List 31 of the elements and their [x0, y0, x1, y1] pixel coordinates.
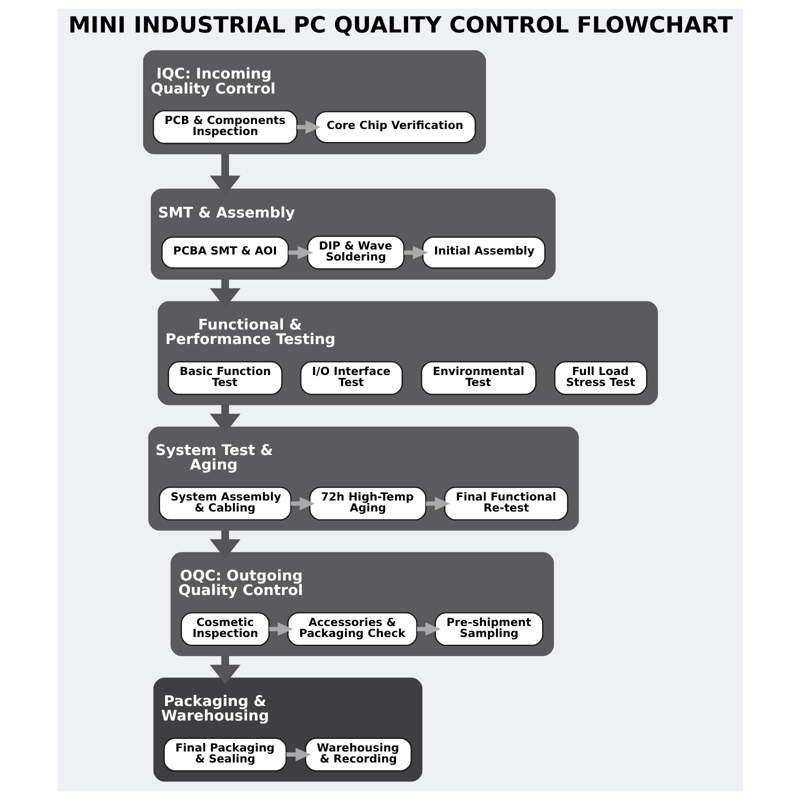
arrow: [209, 279, 240, 308]
node-box: 72h High-Temp Aging: [308, 486, 426, 521]
arrow: [268, 622, 293, 636]
node-box: Pre-shipment Sampling: [434, 612, 543, 646]
arrow: [416, 622, 440, 636]
node-box: Full Load Stress Test: [554, 361, 647, 396]
arrow: [209, 530, 240, 559]
arrow: [296, 120, 320, 134]
node-box: Basic Function Test: [167, 361, 282, 396]
arrow: [209, 154, 240, 196]
node-box: Warehousing & Recording: [304, 738, 412, 772]
arrow: [425, 496, 450, 510]
diagram-title: MINI INDUSTRIAL PC QUALITY CONTROL FLOWCHART: [68, 12, 732, 38]
arrow: [209, 404, 240, 434]
arrow: [404, 246, 428, 260]
node-box: System Assembly & Cabling: [158, 486, 292, 521]
node-box: PCB & Components Inspection: [152, 110, 298, 144]
node-box: Accessories & Packaging Check: [286, 612, 417, 646]
arrow: [209, 656, 240, 684]
arrow: [286, 748, 310, 762]
node-box: Initial Assembly: [422, 236, 546, 269]
arrow: [288, 246, 312, 260]
node-box: Environmental Test: [420, 361, 536, 396]
node-box: Final Functional Re-test: [444, 486, 568, 521]
node-box: Final Packaging & Sealing: [163, 738, 286, 772]
node-box: Core Chip Verification: [314, 111, 476, 144]
node-box: PCBA SMT & AOI: [160, 236, 288, 269]
node-box: I/O Interface Test: [300, 361, 402, 396]
arrow: [290, 496, 314, 510]
node-box: Cosmetic Inspection: [180, 612, 270, 646]
node-box: DIP & Wave Soldering: [306, 236, 404, 270]
